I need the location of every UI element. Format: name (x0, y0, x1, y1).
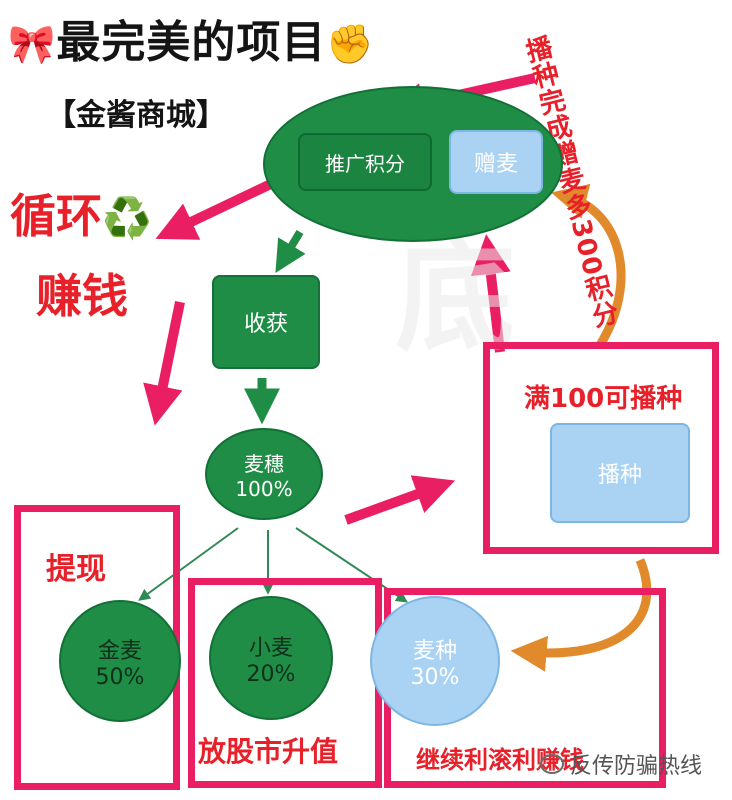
arrow-ellipse-left (155, 177, 278, 240)
fist-icon: ✊ (326, 22, 375, 66)
small-wheat-node: 小麦 20% (209, 596, 333, 720)
wheat-ear-node: 麦穗 100% (205, 428, 323, 520)
arrow-left-down (143, 301, 185, 426)
sow-threshold-label: 满100可播种 (524, 384, 683, 414)
gold-wheat-node: 金麦 50% (59, 600, 181, 722)
watermark: 反传防骗热线 (540, 748, 702, 780)
arrow-to-sow (344, 475, 456, 525)
stock-label: 放股市升值 (198, 735, 339, 768)
gold-wheat-percent: 50% (95, 664, 145, 690)
branch-gold (138, 527, 239, 601)
cycle-label-line2: 赚钱 (36, 269, 128, 323)
page-title: 🎀最完美的项目✊ (8, 6, 375, 70)
ribbon-icon: 🎀 (8, 22, 57, 66)
cycle-label-line1: 循环♻️ (10, 180, 152, 246)
gold-wheat-label: 金麦 (97, 638, 142, 664)
withdraw-label: 提现 (46, 552, 106, 587)
wheat-ear-percent: 100% (235, 476, 293, 501)
recycle-icon: ♻️ (102, 196, 152, 242)
title-text: 最完美的项目 (56, 17, 327, 68)
arrow-up-ellipse (470, 234, 511, 353)
wheat-seed-label: 麦种 (412, 638, 457, 664)
page-subtitle: 【金酱商城】 (46, 98, 226, 133)
wechat-icon (540, 754, 564, 774)
wheat-seed-node: 麦种 30% (370, 596, 500, 726)
promo-points-label: 推广积分 (325, 151, 405, 176)
arrow-seed-to-sow (510, 558, 652, 672)
wheat-ear-label: 麦穗 (244, 451, 284, 476)
arrow-sow-to-gift (551, 183, 626, 348)
gift-wheat-label: 赠麦 (473, 152, 518, 177)
gift-wheat-box: 赠麦 (449, 130, 543, 194)
arrow-ellipse-harvest (275, 229, 306, 273)
wheat-seed-percent: 30% (410, 664, 460, 690)
sow-box: 播种 (550, 423, 690, 523)
cycle-text-1: 循环 (10, 189, 102, 243)
watermark-text: 反传防骗热线 (570, 754, 703, 779)
harvest-label: 收获 (243, 312, 288, 337)
harvest-box: 收获 (212, 275, 320, 369)
small-wheat-percent: 20% (246, 661, 296, 687)
promo-points-box: 推广积分 (298, 133, 432, 191)
sow-label: 播种 (597, 463, 642, 488)
small-wheat-label: 小麦 (248, 635, 293, 661)
sow-threshold-frame (483, 342, 719, 554)
